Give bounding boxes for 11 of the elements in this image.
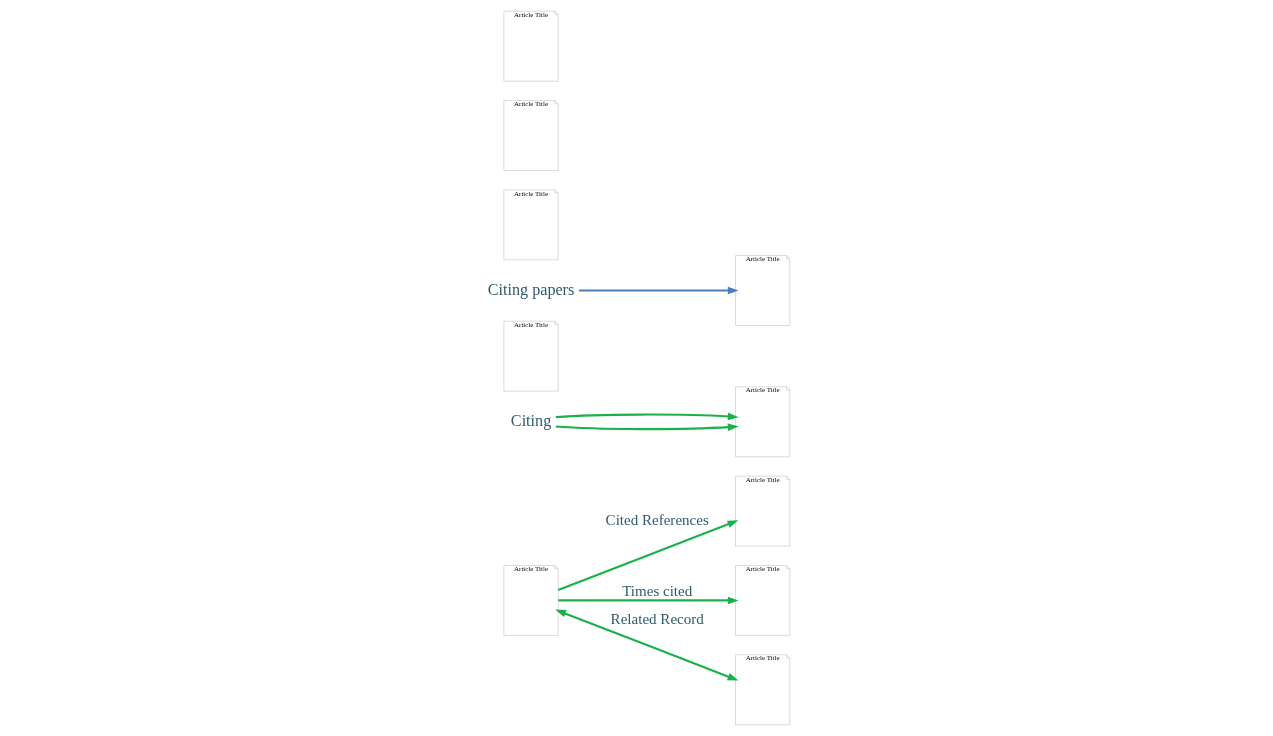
node-text: Citing (510, 411, 552, 429)
arrow (555, 412, 739, 421)
arrow (558, 596, 739, 605)
arrow (555, 609, 739, 681)
arrow (578, 286, 739, 295)
edge-label: Cited References (605, 512, 709, 529)
edge-label: Related Record (610, 611, 704, 628)
edge-label: Times cited (622, 582, 693, 599)
node-text: Citing papers (487, 280, 575, 298)
arrow (555, 423, 739, 431)
arrow (557, 520, 739, 592)
